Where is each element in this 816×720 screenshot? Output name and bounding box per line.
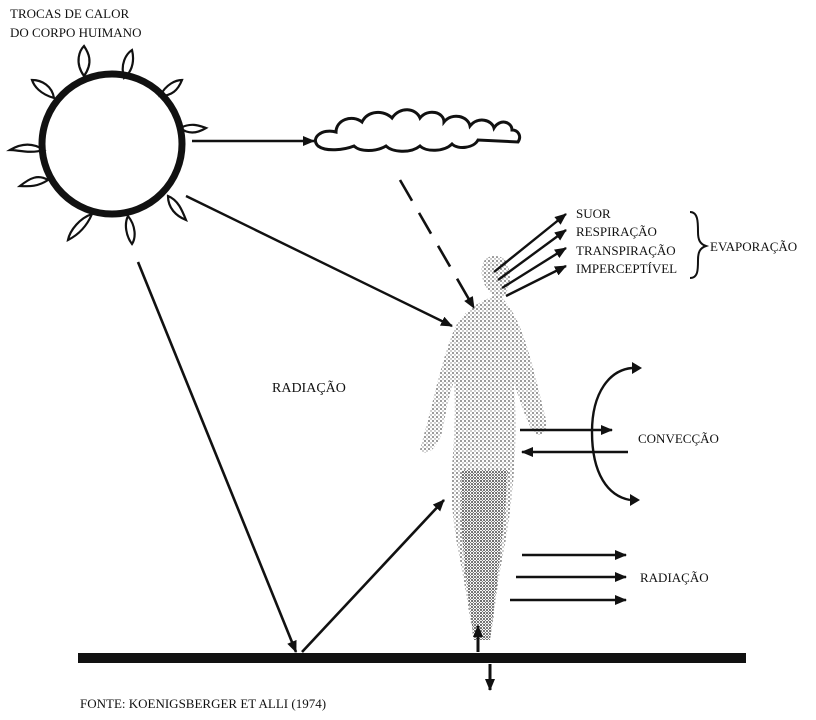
sun-icon [10,46,206,244]
title-line-1: TROCAS DE CALOR [10,6,130,21]
title-line-2: DO CORPO HUIMANO [10,25,141,40]
sun-to-body-arrow [186,196,452,326]
body-radiation-arrows [510,555,626,600]
sun-to-ground-arrow [138,262,296,652]
conveccao-label: CONVECÇÃO [638,431,719,446]
evaporation-brace [690,212,706,278]
convection-curve [592,368,632,500]
radiacao-body-label: RADIAÇÃO [640,570,709,585]
source-note: FONTE: KOENIGSBERGER ET ALLI (1974) [80,696,326,711]
imperceptivel-label: IMPERCEPTÍVEL [576,261,677,276]
ground-to-body-arrow [302,500,444,652]
ground-line [78,653,746,663]
evaporacao-label: EVAPORAÇÃO [710,239,797,254]
respiracao-label: RESPIRAÇÃO [576,224,657,239]
radiation-label: RADIAÇÃO [272,380,346,396]
suor-label: SUOR [576,206,611,221]
transpiracao-label: TRANSPIRAÇÃO [576,243,676,258]
cloud-to-body-dashed-arrow [400,180,474,308]
cloud-icon [315,110,519,152]
human-figure-icon [420,256,546,640]
